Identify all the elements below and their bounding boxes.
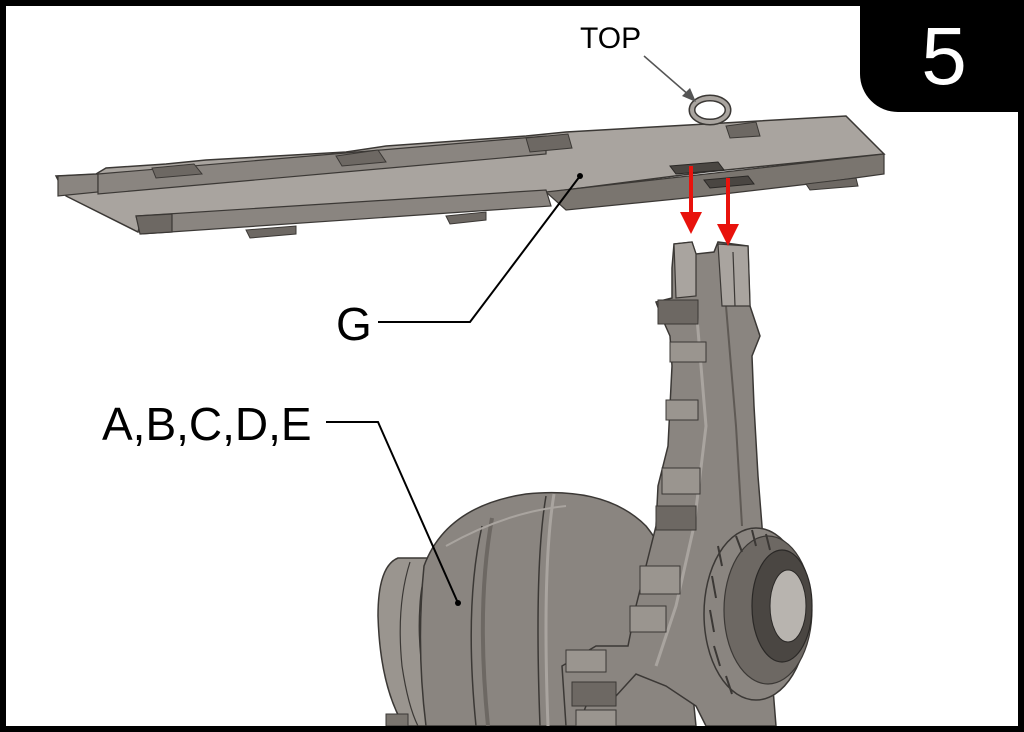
part-g-label: G [336,298,372,350]
top-leader-line [643,55,691,97]
step-badge: 5 [860,6,1018,112]
assembly-illustration: TOP G A,B,C,D,E [54,22,886,726]
assembly-label: A,B,C,D,E [102,398,312,450]
top-leader-arrowhead [682,88,696,102]
part-g [54,94,886,239]
step-number: 5 [921,11,967,102]
assembly-abcde [377,241,813,726]
abcde-leader-line [326,421,459,604]
g-leader-line [378,175,581,323]
insertion-arrows [680,166,739,246]
top-label: TOP [580,22,641,55]
